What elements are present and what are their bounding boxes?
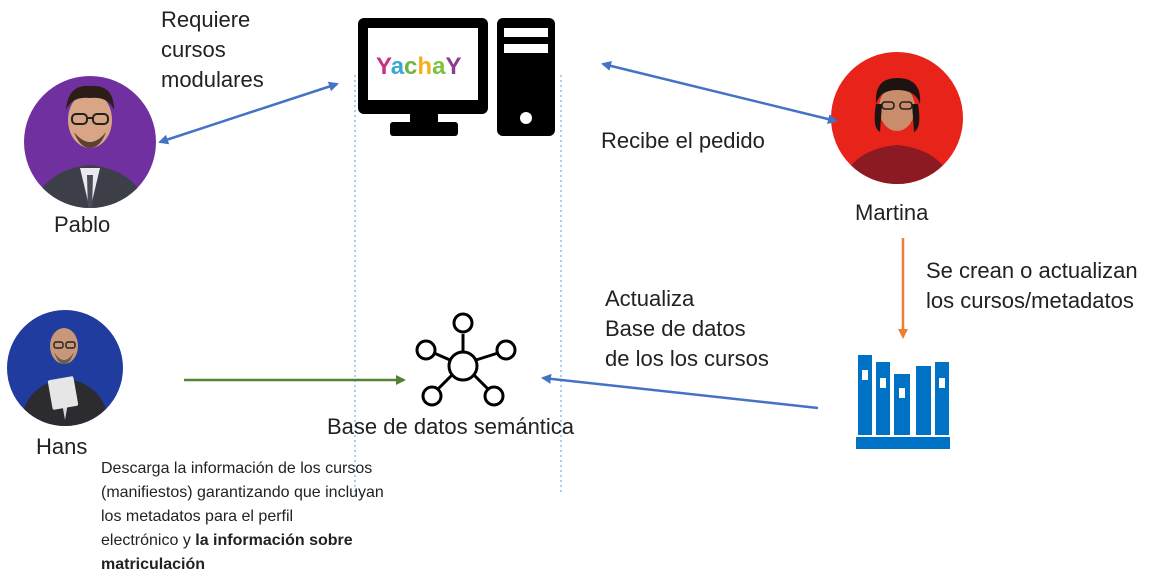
network-icon bbox=[415, 312, 517, 407]
computer-icon bbox=[358, 18, 555, 136]
library-icon bbox=[856, 355, 950, 449]
yachay-logo: YachaY bbox=[376, 53, 461, 80]
se-crean-label: Se crean o actualizan los cursos/metadat… bbox=[926, 258, 1138, 313]
pablo-name: Pablo bbox=[54, 212, 111, 237]
arrow-computer-martina bbox=[601, 61, 838, 124]
recibe-label: Recibe el pedido bbox=[601, 128, 765, 153]
arrow-library-database bbox=[541, 373, 819, 410]
hans-name: Hans bbox=[36, 434, 88, 459]
descarga-text: Descarga la información de los cursos (m… bbox=[101, 460, 384, 573]
martina-name: Martina bbox=[855, 200, 929, 225]
hans-avatar bbox=[7, 310, 123, 426]
arrow-pablo-computer bbox=[158, 81, 339, 145]
pablo-avatar bbox=[24, 76, 156, 208]
base-semantica-label: Base de datos semántica bbox=[327, 414, 575, 439]
martina-avatar bbox=[831, 52, 963, 184]
requiere-label: Requiere cursos modulares bbox=[161, 7, 264, 92]
actualiza-label: Actualiza Base de datos de los los curso… bbox=[605, 286, 769, 371]
